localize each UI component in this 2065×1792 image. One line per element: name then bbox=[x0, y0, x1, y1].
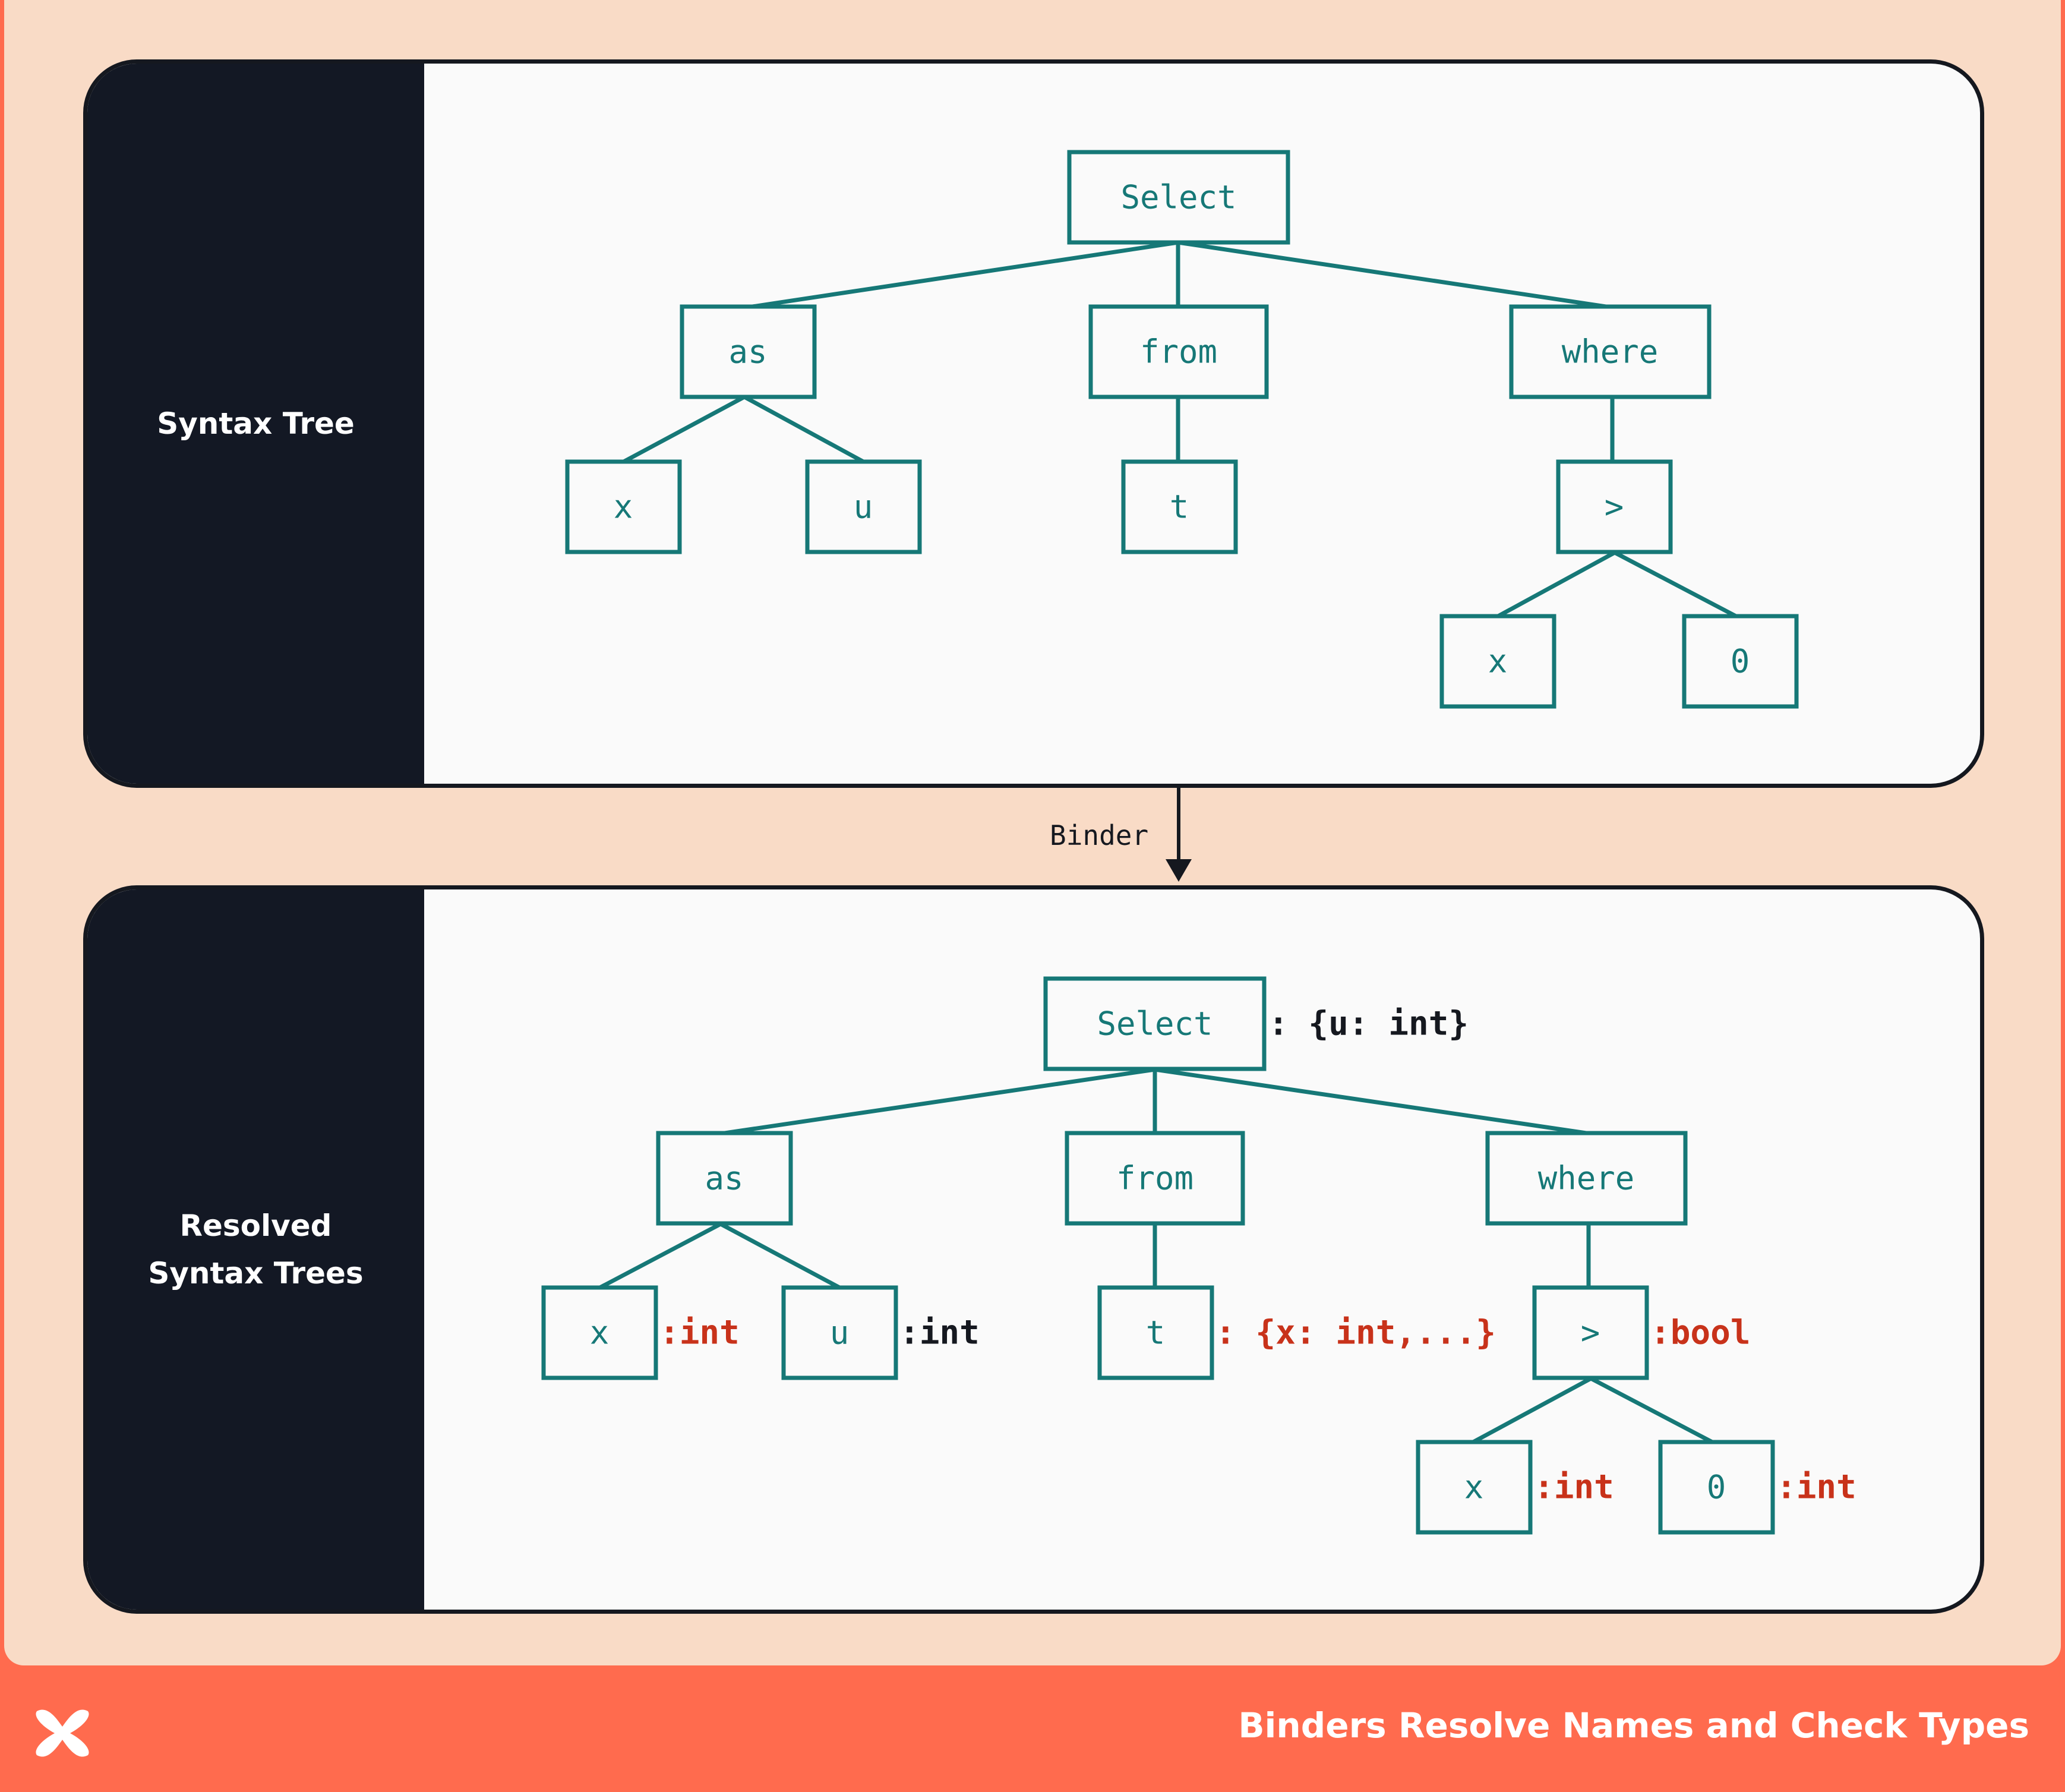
top-node-t: t bbox=[1121, 459, 1238, 554]
x2-type-annotation: :int bbox=[1534, 1468, 1614, 1507]
svg-text:as: as bbox=[728, 333, 767, 371]
syntax-tree-sidebar: Syntax Tree bbox=[87, 64, 424, 784]
x-type-annotation: :int bbox=[659, 1314, 740, 1352]
svg-text:as: as bbox=[705, 1160, 743, 1197]
top-node-select: Select bbox=[1067, 150, 1290, 245]
bottom-node-as: as bbox=[656, 1131, 793, 1226]
svg-text:from: from bbox=[1140, 333, 1217, 371]
svg-text:Select: Select bbox=[1120, 179, 1236, 216]
svg-text:x: x bbox=[614, 488, 633, 526]
zero-type-annotation: :int bbox=[1776, 1468, 1856, 1507]
bottom-node-gt: > bbox=[1532, 1285, 1649, 1380]
bottom-node-from: from bbox=[1065, 1131, 1245, 1226]
svg-text:x: x bbox=[590, 1314, 610, 1352]
svg-text:from: from bbox=[1116, 1160, 1193, 1197]
top-node-as: as bbox=[680, 304, 817, 399]
bottom-node-where: where bbox=[1485, 1131, 1688, 1226]
gt-type-annotation: :bool bbox=[1650, 1314, 1751, 1352]
top-node-x2: x bbox=[1439, 614, 1556, 709]
bottom-tree-edges bbox=[598, 1067, 1714, 1445]
svg-text:where: where bbox=[1562, 333, 1659, 371]
select-type-annotation: : {u: int} bbox=[1268, 1005, 1469, 1043]
top-node-zero: 0 bbox=[1682, 614, 1799, 709]
bottom-node-select: Select bbox=[1043, 976, 1267, 1071]
top-node-x: x bbox=[565, 459, 682, 554]
svg-text:where: where bbox=[1538, 1160, 1635, 1197]
svg-text:0: 0 bbox=[1707, 1469, 1726, 1506]
binder-label: Binder bbox=[1050, 819, 1149, 851]
top-node-gt: > bbox=[1556, 459, 1673, 554]
svg-text:u: u bbox=[854, 488, 873, 526]
x-logo-icon bbox=[36, 1709, 89, 1757]
bottom-node-x: x bbox=[541, 1285, 658, 1380]
resolved-syntax-trees-label: Resolved Syntax Trees bbox=[148, 1209, 364, 1291]
u-type-annotation: :int bbox=[899, 1314, 980, 1352]
bottom-node-zero: 0 bbox=[1658, 1440, 1775, 1535]
svg-text:x: x bbox=[1488, 643, 1508, 680]
syntax-tree-panel: Syntax Tree bbox=[83, 59, 1984, 788]
top-node-where: where bbox=[1509, 304, 1712, 399]
top-node-from: from bbox=[1088, 304, 1269, 399]
syntax-tree-label: Syntax Tree bbox=[157, 406, 355, 441]
svg-text:>: > bbox=[1605, 488, 1624, 526]
svg-text:>: > bbox=[1581, 1314, 1600, 1352]
bottom-node-t: t bbox=[1097, 1285, 1214, 1380]
svg-text:u: u bbox=[830, 1314, 850, 1352]
resolved-syntax-trees-sidebar: Resolved Syntax Trees bbox=[87, 889, 424, 1610]
top-node-u: u bbox=[805, 459, 922, 554]
svg-text:t: t bbox=[1146, 1314, 1166, 1352]
top-tree-edges bbox=[621, 240, 1738, 619]
binder-arrow bbox=[1166, 788, 1192, 882]
bottom-node-u: u bbox=[781, 1285, 898, 1380]
svg-text:Select: Select bbox=[1097, 1005, 1213, 1043]
svg-text:t: t bbox=[1170, 488, 1189, 526]
svg-text:x: x bbox=[1464, 1469, 1484, 1506]
footer-title: Binders Resolve Names and Check Types bbox=[1238, 1705, 2029, 1746]
bottom-node-x2: x bbox=[1416, 1440, 1533, 1535]
t-type-annotation: : {x: int,...} bbox=[1215, 1314, 1496, 1352]
svg-text:0: 0 bbox=[1731, 643, 1750, 680]
